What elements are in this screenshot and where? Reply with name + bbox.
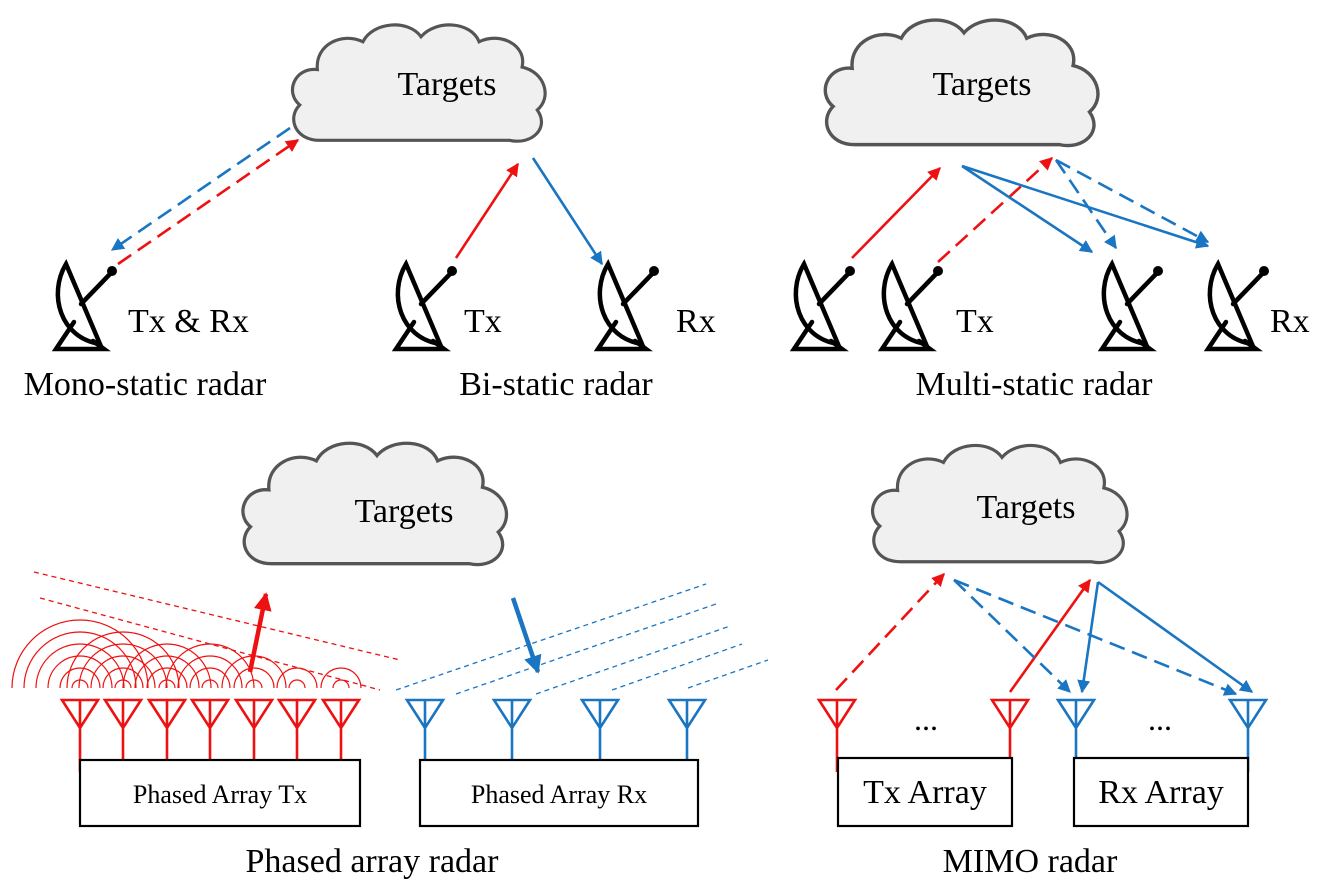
mono-static-caption: Mono-static radar	[24, 366, 267, 403]
receive-wavefront	[395, 583, 769, 695]
mono-transmit-path	[117, 138, 300, 266]
multi-transmit-path	[851, 167, 941, 259]
wave-arc	[78, 643, 168, 689]
targets-label: Targets	[933, 66, 1032, 103]
phased-array-rx-box	[418, 758, 700, 828]
mimo-tx-array-box	[836, 756, 1014, 828]
wave-arc	[320, 667, 362, 689]
targets-label: Targets	[355, 493, 454, 530]
radar-dish-icon	[882, 264, 943, 349]
bi-tx-label: Tx	[464, 303, 502, 340]
phased-array-rx-label: Phased Array Rx	[471, 780, 647, 809]
wave-arc	[47, 655, 113, 689]
radar-dish-icon	[396, 264, 457, 349]
phased-receive-beam-arrow	[510, 597, 542, 674]
wave-arc	[177, 655, 243, 689]
wave-arc	[122, 643, 212, 689]
phased-array-tx-label: Phased Array Tx	[133, 780, 307, 809]
mimo-tx-array-label: Tx Array	[863, 774, 987, 811]
mono-dish-label: Tx & Rx	[128, 303, 249, 340]
tx-ellipsis: ...	[914, 701, 938, 737]
wave-arc	[332, 679, 350, 689]
wave-arc	[59, 667, 101, 689]
phased-transmit-beam-arrow	[247, 592, 272, 673]
wave-arc	[114, 679, 132, 689]
mimo-panel: Targets ... ... Tx Array Rx Array MIMO r…	[817, 443, 1268, 880]
multi-receive-path-dashed	[1055, 158, 1210, 244]
wave-arc	[35, 643, 125, 689]
mono-bi-static-panel: Targets Tx & Rx Mono-static radar Tx Rx …	[24, 23, 716, 403]
multi-static-caption: Multi-static radar	[916, 366, 1154, 403]
radar-dish-icon	[598, 264, 659, 349]
mimo-receive-path-dashed	[953, 578, 1238, 696]
wave-arc	[11, 619, 149, 689]
mimo-receive-path	[1097, 580, 1254, 694]
wave-arc	[201, 679, 219, 689]
mimo-rx-array-label: Rx Array	[1098, 774, 1224, 811]
radar-dish-icon	[56, 264, 117, 349]
transmit-wavefront	[11, 571, 401, 691]
wave-arc	[288, 679, 306, 689]
multi-tx-label: Tx	[956, 303, 994, 340]
targets-label: Targets	[977, 489, 1076, 526]
wave-arc	[134, 655, 200, 689]
radar-dish-icon	[1102, 264, 1163, 349]
multi-receive-path	[961, 164, 1094, 254]
bi-static-caption: Bi-static radar	[459, 366, 653, 403]
targets-label: Targets	[398, 66, 497, 103]
mimo-rx-array-box	[1072, 756, 1250, 828]
mimo-receive-path	[1077, 581, 1100, 694]
wave-arc	[189, 667, 231, 689]
bi-receive-path	[531, 157, 604, 266]
mimo-caption: MIMO radar	[943, 843, 1118, 880]
multi-rx-label: Rx	[1270, 303, 1310, 340]
wave-arc	[245, 679, 263, 689]
multi-transmit-path-dashed	[937, 157, 1053, 263]
multi-receive-path-dashed	[1054, 159, 1118, 250]
radar-dish-icon	[794, 264, 855, 349]
phased-array-tx-box	[78, 758, 362, 828]
mimo-transmit-path-dashed	[835, 573, 945, 691]
mimo-receive-path-dashed	[953, 579, 1071, 693]
wave-arc	[276, 667, 318, 689]
wave-arc	[233, 667, 275, 689]
multi-static-panel: Targets Tx Rx Multi-static radar	[794, 18, 1310, 403]
bi-transmit-path	[454, 162, 520, 259]
rx-ellipsis: ...	[1148, 701, 1172, 737]
multi-receive-path	[961, 164, 1210, 249]
radar-dish-icon	[1208, 264, 1269, 349]
bi-rx-label: Rx	[676, 303, 716, 340]
phased-array-caption: Phased array radar	[246, 843, 500, 880]
wave-arc	[146, 667, 188, 689]
mono-receive-path	[110, 126, 291, 252]
wave-arc	[102, 667, 144, 689]
phased-array-panel: Targets	[11, 441, 769, 880]
mimo-transmit-path	[1008, 578, 1092, 693]
